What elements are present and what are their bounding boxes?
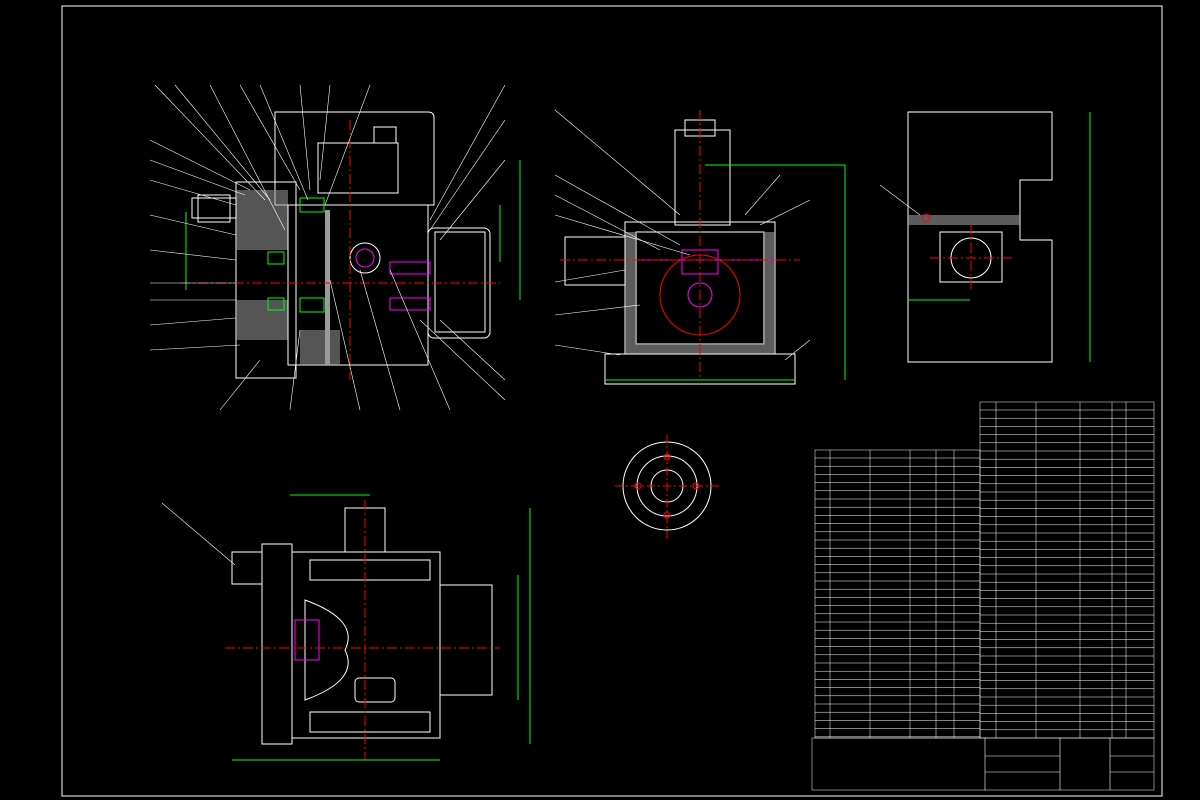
parts-list-table	[811, 401, 1155, 791]
section-view	[149, 84, 521, 411]
side-view	[554, 109, 846, 385]
drawing-border	[61, 5, 1163, 797]
plan-view	[161, 494, 531, 761]
flange-detail	[615, 435, 720, 540]
right-view	[879, 111, 1091, 363]
title-block	[984, 738, 1154, 790]
